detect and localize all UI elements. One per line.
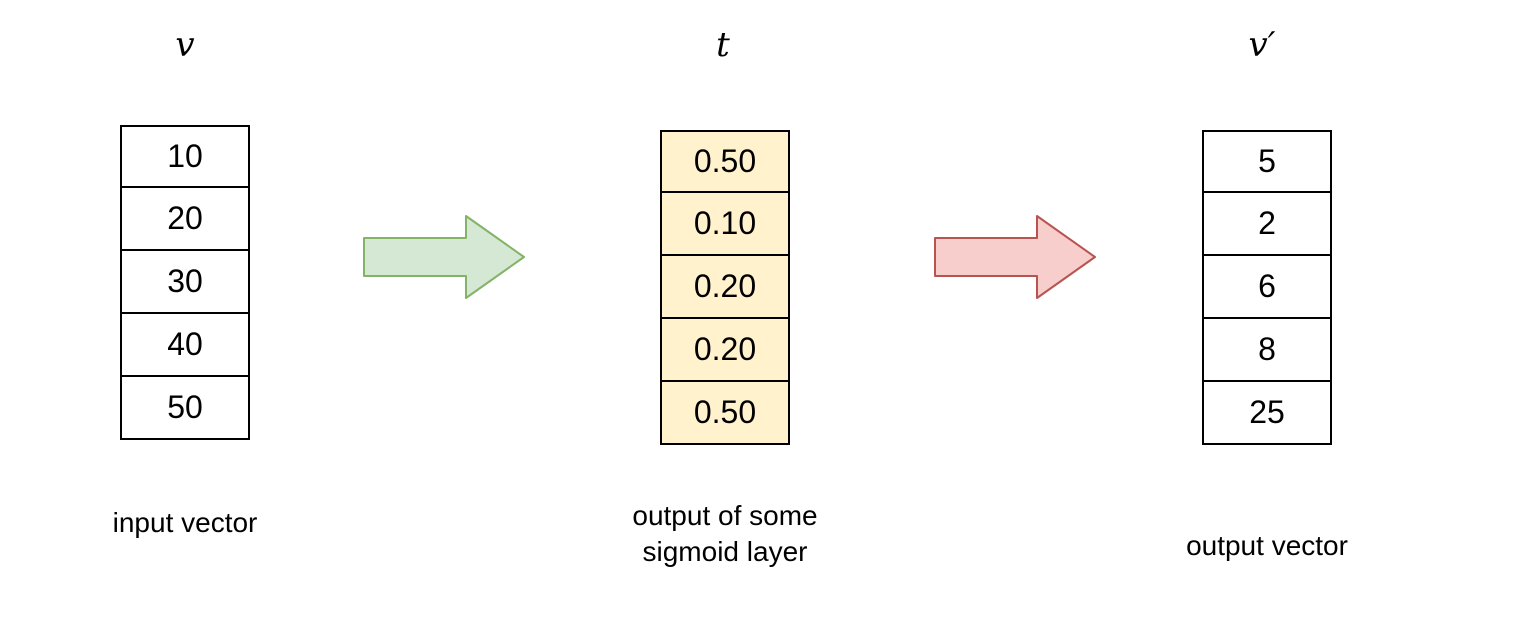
output-vector-cell: 25 [1202, 382, 1332, 445]
output-vector: 5 2 6 8 25 [1202, 130, 1332, 445]
input-vector-cell: 20 [120, 188, 250, 251]
output-vector-caption: output vector [1186, 530, 1348, 561]
sigmoid-output-cell: 0.10 [660, 193, 790, 256]
input-vector-cell: 40 [120, 314, 250, 377]
sigmoid-output-cell: 0.20 [660, 319, 790, 382]
input-vector: 10 20 30 40 50 [120, 125, 250, 440]
sigmoid-output-cell: 0.50 [660, 130, 790, 193]
sigmoid-output-cell: 0.20 [660, 256, 790, 319]
input-vector-caption: input vector [112, 507, 258, 538]
output-vector-cell: 8 [1202, 319, 1332, 382]
green-right-arrow-shape [363, 215, 525, 299]
sigmoid-output-vector: 0.50 0.10 0.20 0.20 0.50 [660, 130, 790, 445]
output-vector-cell: 5 [1202, 130, 1332, 193]
sigmoid-output-cell: 0.50 [660, 382, 790, 445]
input-vector-cell: 10 [120, 125, 250, 188]
output-vector-symbol: v′ [1248, 25, 1276, 65]
sigmoid-output-symbol: t [716, 25, 730, 65]
sigmoid-output-caption: output of some sigmoid layer [632, 500, 818, 568]
output-vector-cell: 6 [1202, 256, 1332, 319]
red-right-arrow-shape [934, 215, 1096, 299]
input-vector-cell: 50 [120, 377, 250, 440]
red-right-arrow-icon [934, 215, 1096, 299]
input-vector-cell: 30 [120, 251, 250, 314]
input-vector-symbol: v [175, 25, 195, 65]
output-vector-cell: 2 [1202, 193, 1332, 256]
green-right-arrow-icon [363, 215, 525, 299]
